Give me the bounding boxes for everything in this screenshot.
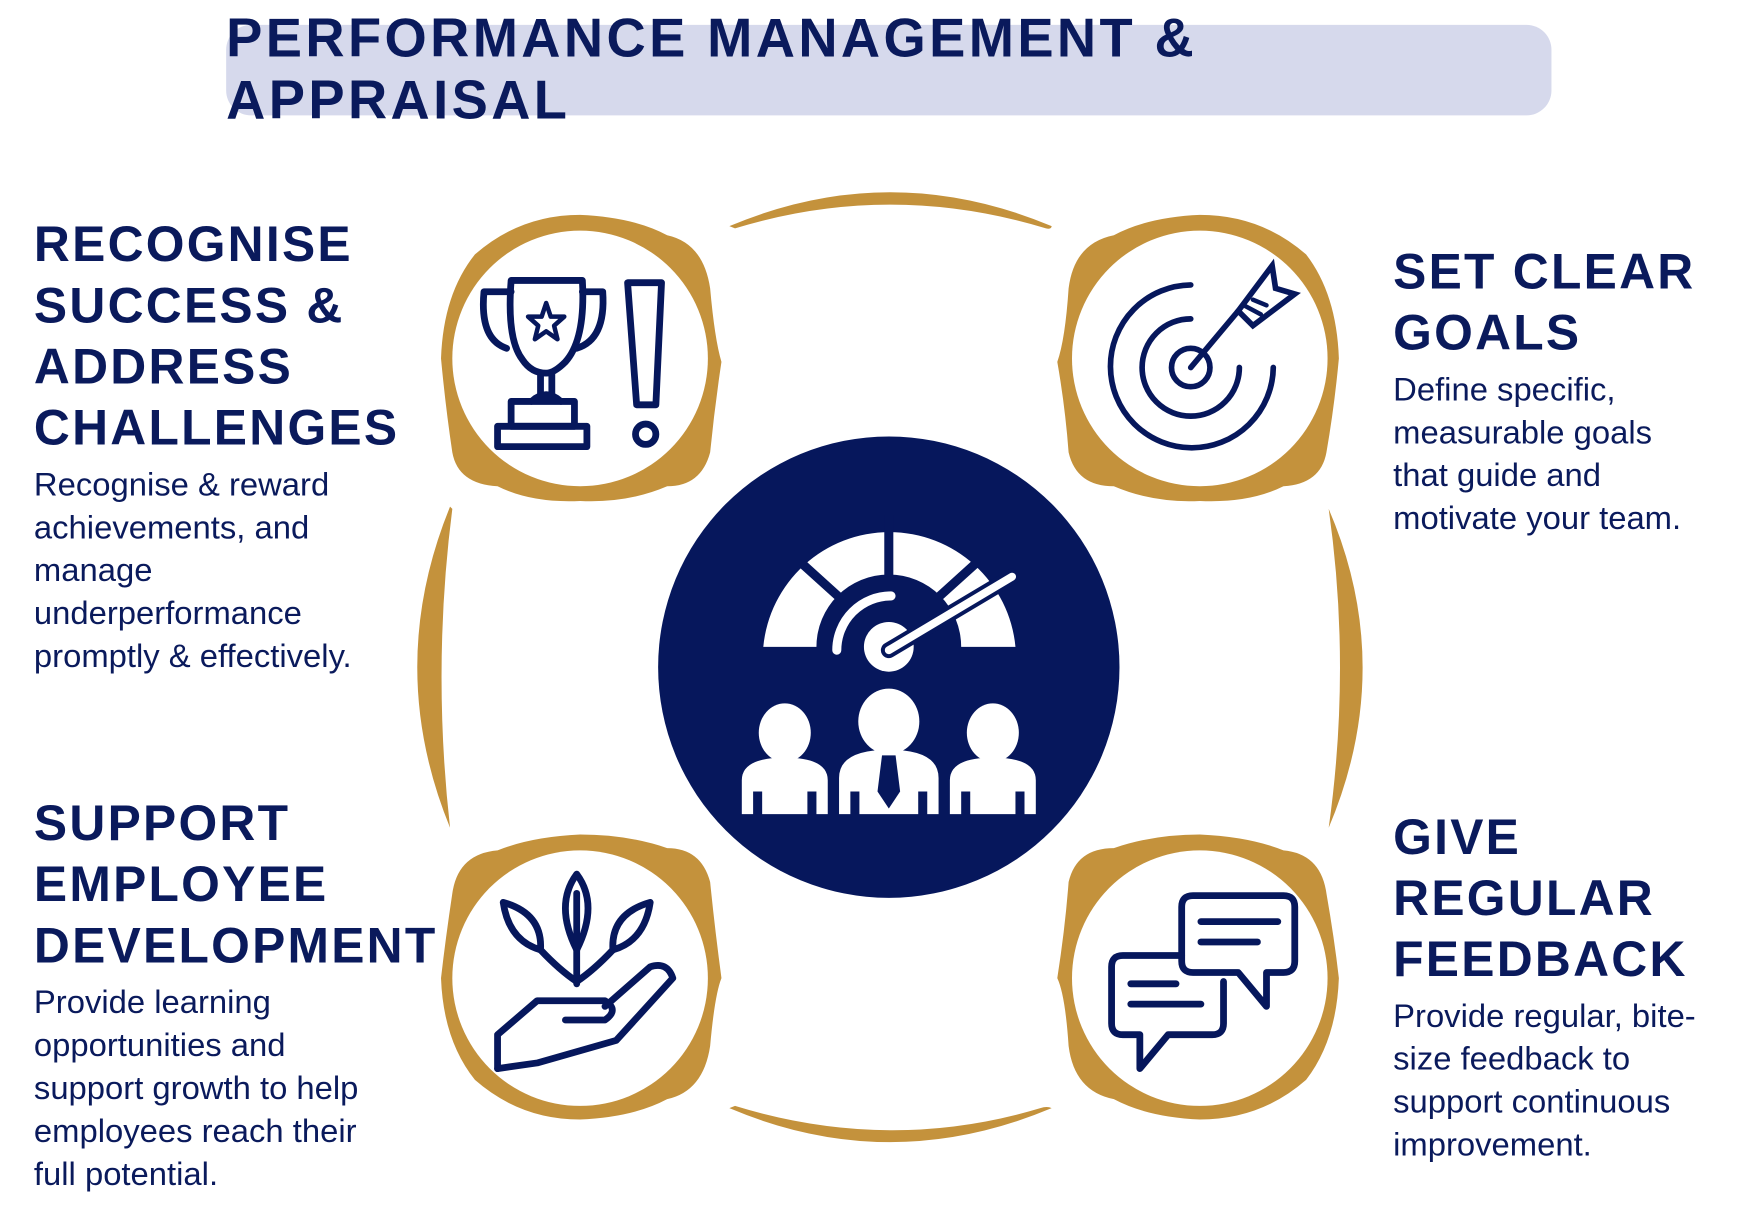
- section-goals: SET CLEAR GOALS Define specific, measura…: [1393, 242, 1695, 541]
- heading-line: DEVELOPMENT: [33, 918, 438, 974]
- body-line: support growth to help: [33, 1070, 359, 1108]
- body-line: employees reach their: [33, 1113, 357, 1151]
- section-body: Provide regular, bite- size feedback to …: [1393, 995, 1696, 1167]
- body-line: promptly & effectively.: [33, 638, 352, 676]
- section-body: Recognise & reward achievements, and man…: [34, 464, 399, 679]
- trophy-exclamation-icon: [479, 277, 665, 451]
- body-line: that guide and: [1393, 457, 1602, 495]
- heading-line: SET CLEAR: [1393, 244, 1696, 300]
- body-line: measurable goals: [1393, 415, 1653, 452]
- heading-line: CHALLENGES: [33, 400, 400, 456]
- heading-line: REGULAR: [1393, 870, 1655, 927]
- section-development: SUPPORT EMPLOYEE DEVELOPMENT Provide lea…: [34, 794, 438, 1197]
- body-line: Provide regular, bite-: [1393, 998, 1696, 1035]
- section-feedback: GIVE REGULAR FEEDBACK Provide regular, b…: [1393, 807, 1696, 1167]
- body-line: size feedback to: [1393, 1041, 1631, 1078]
- section-recognise: RECOGNISE SUCCESS & ADDRESS CHALLENGES R…: [34, 215, 399, 679]
- speech-bubbles-icon: [1108, 892, 1299, 1072]
- section-heading: GIVE REGULAR FEEDBACK: [1393, 807, 1696, 990]
- section-body: Define specific, measurable goals that g…: [1393, 369, 1695, 541]
- section-body: Provide learning opportunities and suppo…: [34, 982, 438, 1197]
- body-line: manage: [33, 552, 153, 590]
- section-heading: SUPPORT EMPLOYEE DEVELOPMENT: [34, 794, 438, 977]
- body-line: full potential.: [33, 1156, 219, 1193]
- body-line: support continuous: [1393, 1084, 1671, 1121]
- target-arrow-icon: [1107, 258, 1301, 451]
- heading-line: FEEDBACK: [1393, 931, 1688, 988]
- connector-arcs: [417, 192, 1363, 1143]
- page-title: PERFORMANCE MANAGEMENT & APPRAISAL: [226, 9, 1198, 132]
- section-heading: RECOGNISE SUCCESS & ADDRESS CHALLENGES: [34, 215, 399, 459]
- heading-line: SUPPORT: [33, 796, 291, 852]
- heading-line: EMPLOYEE: [33, 857, 329, 913]
- body-line: improvement.: [1393, 1127, 1592, 1164]
- body-line: opportunities and: [33, 1027, 286, 1065]
- body-line: Provide learning: [33, 984, 271, 1022]
- heading-line: ADDRESS: [33, 339, 294, 395]
- body-line: underperformance: [33, 595, 302, 633]
- node-trophy: [441, 214, 722, 502]
- bottom-arc: [729, 1105, 1052, 1143]
- top-arc: [729, 192, 1052, 229]
- node-feedback: [1057, 834, 1339, 1120]
- body-line: achievements, and: [33, 509, 310, 547]
- section-heading: SET CLEAR GOALS: [1393, 242, 1695, 364]
- heading-line: GOALS: [1393, 305, 1582, 361]
- performance-gauge-team-icon: [658, 436, 1120, 898]
- body-line: motivate your team.: [1393, 500, 1682, 538]
- heading-line: SUCCESS &: [33, 278, 345, 334]
- heading-line: GIVE: [1393, 809, 1522, 866]
- hand-plant-icon: [494, 870, 677, 1072]
- body-line: Define specific,: [1393, 372, 1616, 409]
- left-arc: [417, 506, 453, 828]
- right-arc: [1328, 508, 1363, 828]
- heading-line: RECOGNISE: [33, 217, 353, 273]
- title-banner: PERFORMANCE MANAGEMENT & APPRAISAL: [226, 9, 1552, 131]
- body-line: Recognise & reward: [33, 467, 330, 504]
